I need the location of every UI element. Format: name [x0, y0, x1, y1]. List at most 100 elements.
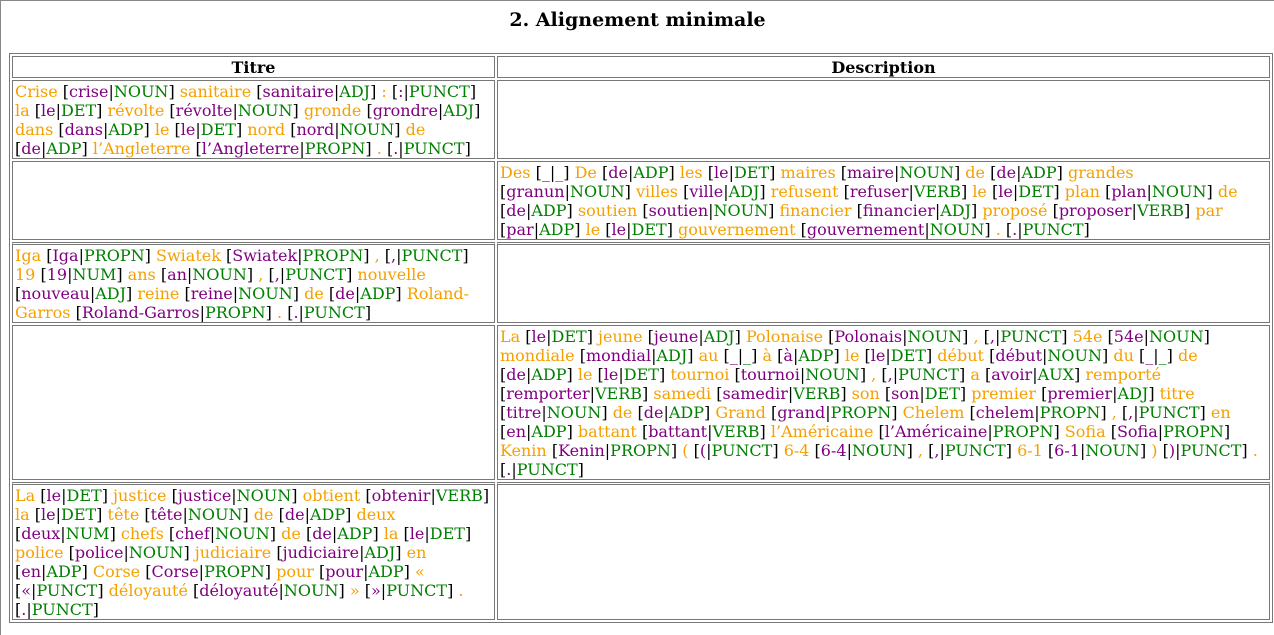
token-lemma: reine [190, 284, 233, 303]
separator: | [55, 505, 61, 524]
bracket-close: ] [364, 303, 372, 322]
token-pos: ADP [46, 562, 82, 581]
token-word: Sofia [1064, 422, 1106, 441]
separator: | [331, 524, 338, 543]
bracket-close: ] [1203, 327, 1210, 346]
bracket-open: [ [168, 524, 176, 543]
token-lemma: de [643, 403, 664, 422]
token-lemma: Iga [52, 246, 79, 265]
token-lemma: granun [506, 182, 565, 201]
separator: | [549, 163, 556, 182]
token-pos: DET [733, 163, 770, 182]
token-pos: VERB [793, 384, 841, 403]
token-lemma: de [335, 284, 355, 303]
token-word: deux [356, 505, 396, 524]
bracket-close: ] [183, 543, 190, 562]
bracket-close: ] [292, 101, 299, 120]
token-word: . [458, 581, 464, 600]
token-lemma: tournoi [740, 365, 800, 384]
token-word: refusent [770, 182, 839, 201]
bracket-open: [ [716, 384, 723, 403]
separator: | [723, 182, 729, 201]
separator: | [186, 265, 193, 284]
bracket-close: ] [601, 403, 608, 422]
token-lemma: justice [177, 486, 232, 505]
bracket-close: ] [1206, 182, 1213, 201]
token-word: le [154, 120, 170, 139]
separator: | [1032, 365, 1038, 384]
table-row: Crise [crise|NOUN] sanitaire [sanitaire|… [12, 80, 1270, 159]
bracket-open: [ [579, 346, 586, 365]
token-lemma: de [284, 505, 305, 524]
bracket-close: ] [269, 524, 277, 543]
token: » [»|PUNCT] [350, 581, 453, 600]
bracket-open: [ [62, 82, 70, 101]
bracket-open: [ [525, 327, 532, 346]
token-lemma: déloyauté [199, 581, 279, 600]
token-pos: NOUN [1047, 346, 1103, 365]
token-pos: PROPN [1163, 422, 1224, 441]
token: villes [ville|ADJ] [636, 182, 766, 201]
separator: | [987, 422, 993, 441]
token: les [le|DET] [680, 163, 776, 182]
token: 6-1 [6-1|NOUN] [1017, 441, 1146, 460]
token-lemma: mondial [585, 346, 652, 365]
token-pos: NOUN [1151, 182, 1207, 201]
token-word: , [1111, 403, 1117, 422]
token-pos: PUNCT [898, 365, 959, 384]
token: , [,|PUNCT] [1112, 403, 1206, 422]
token: début [début|NOUN] [937, 346, 1108, 365]
bracket-open: [ [171, 486, 178, 505]
token-word: De [574, 163, 597, 182]
token-pos: NOUN [546, 403, 602, 422]
separator: | [41, 562, 47, 581]
separator: | [525, 365, 532, 384]
bracket-close: ] [1061, 327, 1068, 346]
separator: | [182, 505, 188, 524]
token-pos: NOUN [187, 505, 243, 524]
bracket-close: ] [566, 365, 573, 384]
bracket-close: ] [768, 201, 775, 220]
token-pos: NOUN [1148, 327, 1204, 346]
bracket-close: ] [1183, 201, 1191, 220]
token-pos: ADJ [1117, 384, 1149, 403]
bracket-close: ] [346, 265, 353, 284]
token-pos: ADP [531, 365, 567, 384]
bracket-close: ] [469, 82, 477, 101]
token-pos: DET [631, 220, 667, 239]
token: jeune [jeune|ADJ] [598, 327, 741, 346]
bracket-close: ] [971, 201, 978, 220]
token-lemma: le [41, 505, 56, 524]
token-lemma: grand [777, 403, 826, 422]
token-word: dans [15, 120, 54, 139]
token-lemma: . [506, 460, 512, 479]
token-word: grandes [1067, 163, 1134, 182]
token-word: judiciaire [194, 543, 272, 562]
token-lemma: Kenin [558, 441, 605, 460]
bracket-close: ] [772, 441, 779, 460]
token: , [,|PUNCT] [973, 327, 1067, 346]
token-word: villes [635, 182, 679, 201]
token: « [«|PUNCT] [15, 562, 425, 600]
token-pos: PUNCT [386, 581, 448, 600]
bracket-open: [ [683, 182, 690, 201]
bracket-close: ] [447, 581, 454, 600]
bracket-close: ] [1139, 441, 1147, 460]
token-pos: NOUN [237, 101, 293, 120]
bracket-close: ] [859, 365, 867, 384]
token-word: Crise [15, 82, 58, 101]
token-word: titre [1159, 384, 1195, 403]
separator: | [885, 346, 891, 365]
token-word: la [383, 524, 399, 543]
token-lemma: de [312, 524, 332, 543]
token-pos: DET [60, 101, 97, 120]
token-word: révolte [107, 101, 165, 120]
token: la [le|DET] [15, 101, 102, 120]
bracket-open: [ [1162, 441, 1169, 460]
token-pos: ADP [108, 120, 144, 139]
description-cell [497, 482, 1270, 620]
token-pos: NOUN [283, 581, 339, 600]
bracket-open: [ [1107, 327, 1114, 346]
token: le [le|DET] [155, 120, 242, 139]
bracket-open: [ [734, 365, 741, 384]
